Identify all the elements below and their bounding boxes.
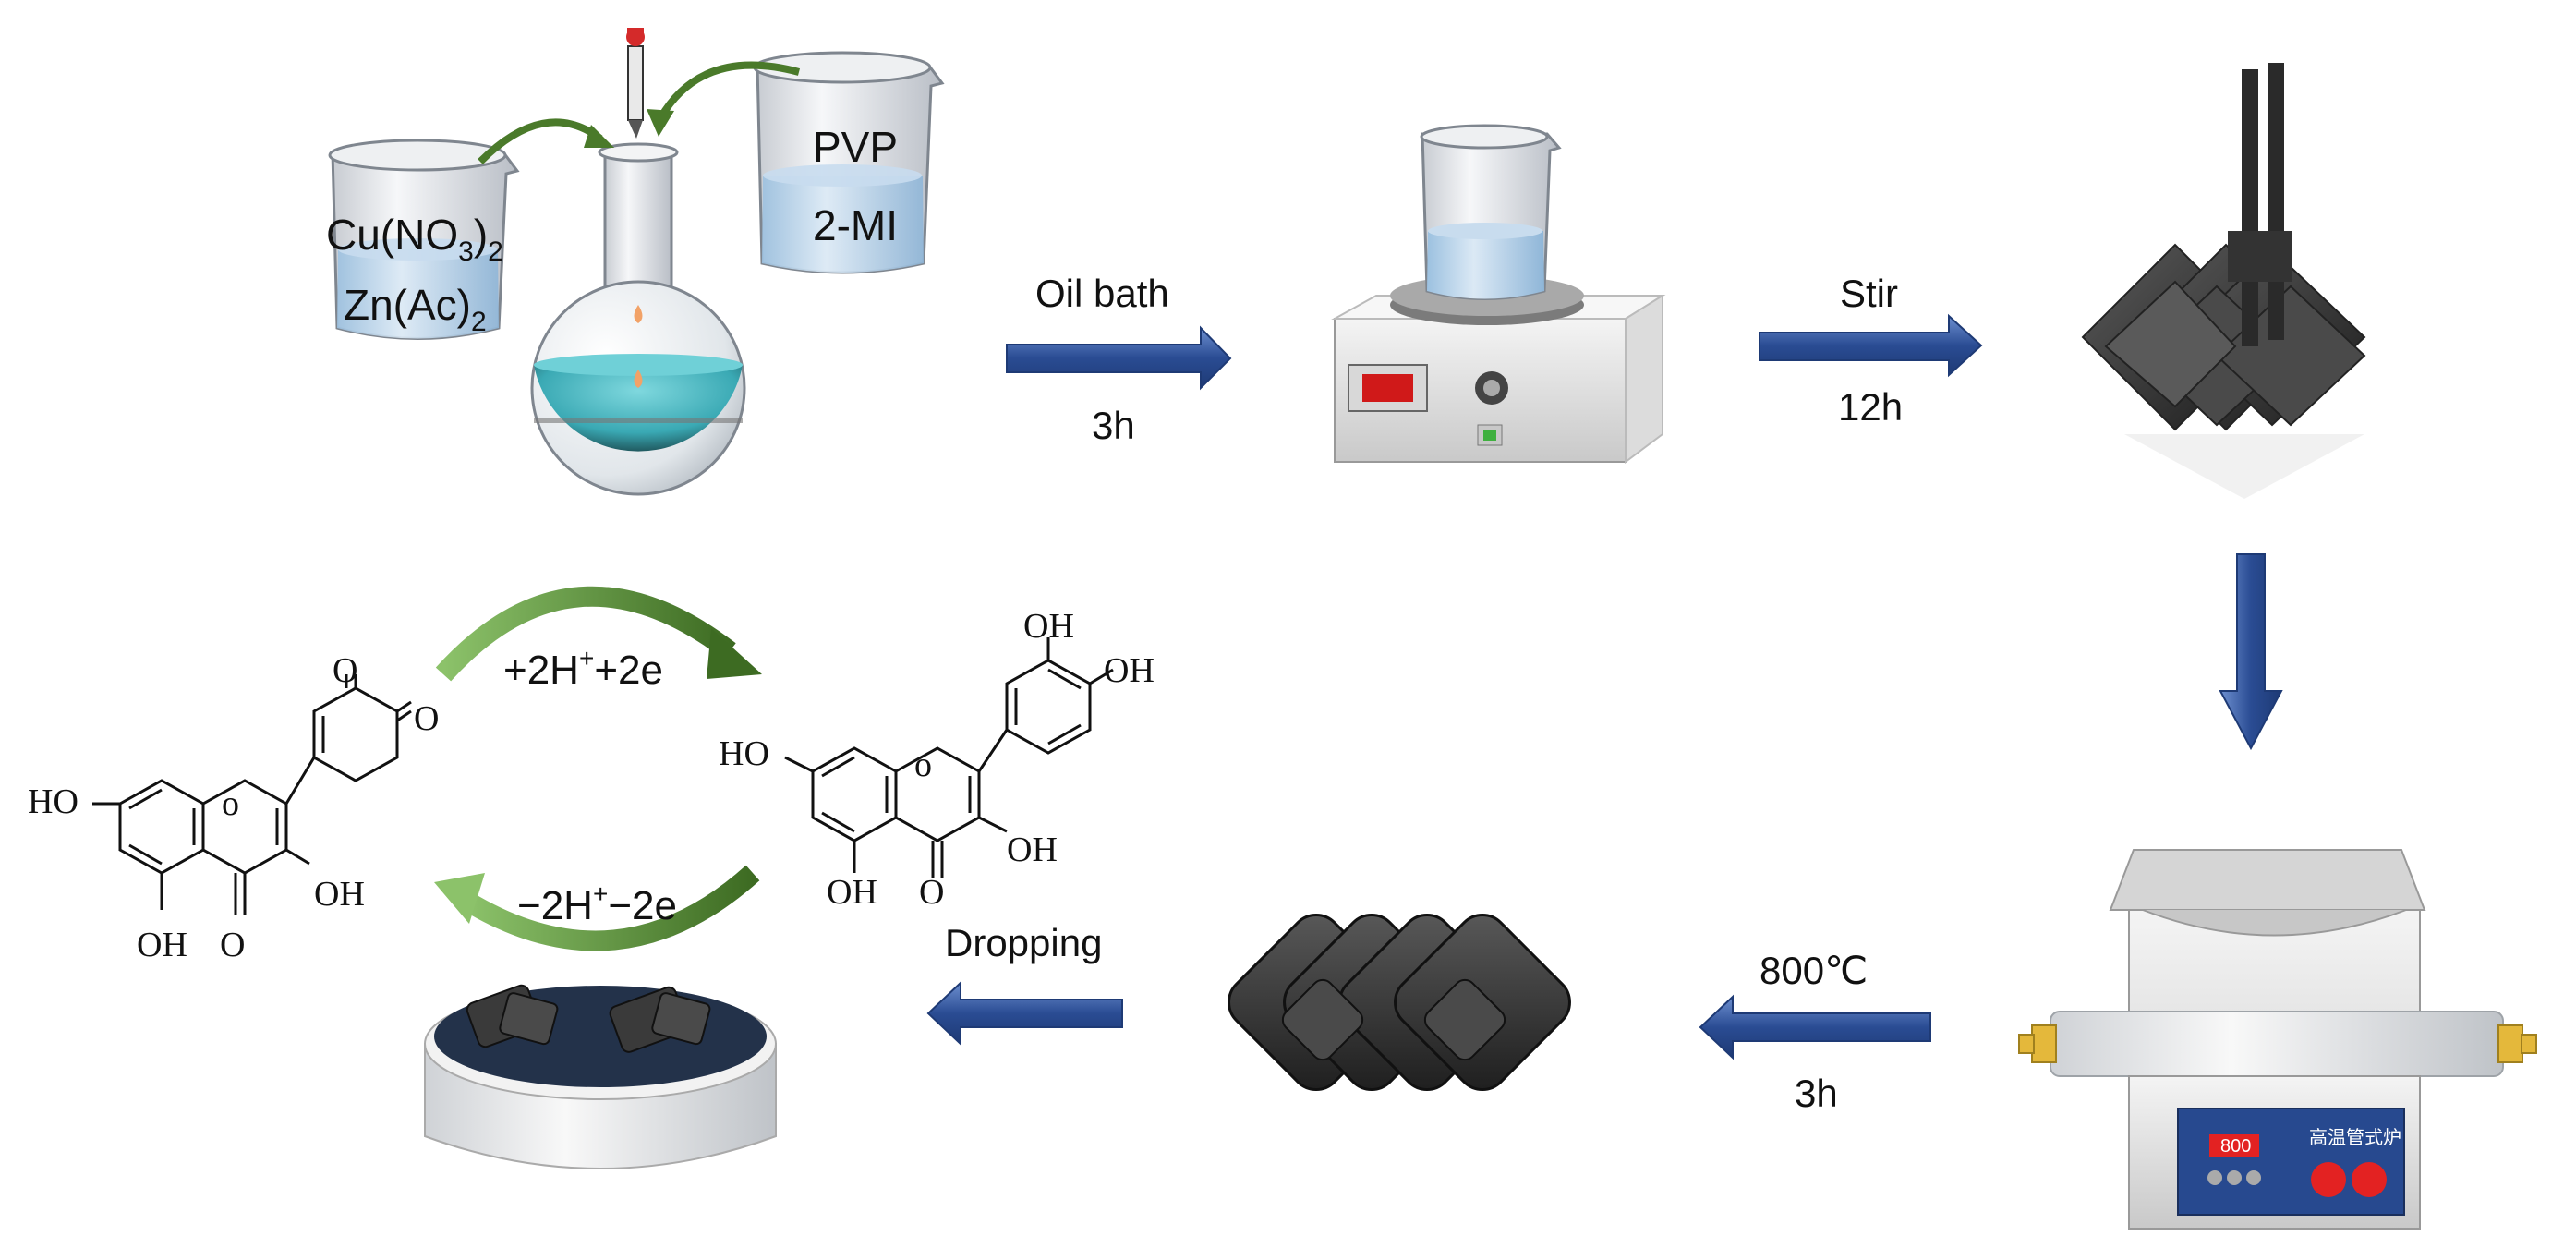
green-transfer-arrows bbox=[478, 61, 801, 164]
redox-arrows: +2H++2e −2H+−2e bbox=[434, 586, 762, 951]
quinone-oh5: OH bbox=[137, 926, 187, 964]
quinone-ho7: HO bbox=[28, 782, 79, 821]
mof-precursor-crystals bbox=[2081, 63, 2366, 499]
carbonized-particles bbox=[1228, 914, 1571, 1091]
redox-reverse-label: −2H+−2e bbox=[517, 879, 677, 928]
svg-text:Zn(Ac)2: Zn(Ac)2 bbox=[344, 281, 487, 337]
round-bottom-flask bbox=[530, 142, 746, 496]
pvp-label: PVP bbox=[813, 123, 898, 171]
quercetin-ho7: HO bbox=[719, 734, 769, 773]
quinone-oh3: OH bbox=[314, 875, 365, 914]
oil-bath-time: 3h bbox=[1092, 404, 1135, 447]
electrode-particles-left bbox=[466, 984, 559, 1048]
cu-nitrate-tail: ) bbox=[474, 211, 488, 259]
arrow-dropping: Dropping bbox=[926, 921, 1123, 1047]
quercetin-structure bbox=[784, 637, 1114, 878]
cu-nitrate-tail-sub: 2 bbox=[488, 236, 503, 267]
modified-electrode bbox=[424, 984, 777, 1169]
quercetin-ring-o: o bbox=[914, 745, 932, 784]
quercetin-oh3: OH bbox=[1007, 830, 1058, 869]
quinone-o1: O bbox=[333, 651, 357, 690]
arrow-down bbox=[2219, 553, 2283, 751]
cu-nitrate-base: Cu(NO bbox=[326, 211, 458, 259]
dropper-icon bbox=[626, 28, 645, 139]
stir-label: Stir bbox=[1840, 272, 1898, 315]
cu-nitrate-sub: 3 bbox=[458, 236, 474, 267]
quercetin-oh3p: OH bbox=[1023, 607, 1074, 646]
beaker-cu-zn: Cu(NO3)2 Zn(Ac)2 bbox=[326, 139, 520, 340]
quinone-structure bbox=[92, 674, 412, 915]
quinone-ring-o: o bbox=[222, 784, 239, 823]
quercetin-oh5: OH bbox=[827, 873, 877, 912]
quinone-o2: O bbox=[414, 699, 439, 738]
quinone-labels: O O HO o OH OH O bbox=[28, 651, 439, 964]
stir-time: 12h bbox=[1838, 385, 1903, 429]
quinone-o4: O bbox=[220, 926, 245, 964]
quercetin-oh4p: OH bbox=[1104, 651, 1155, 690]
beaker-pvp-2mi: PVP 2-MI bbox=[753, 51, 945, 274]
furnace-display-value: 800 bbox=[2220, 1136, 2251, 1157]
tube-furnace: 800 高温管式炉 bbox=[2018, 849, 2537, 1230]
2mi-label: 2-MI bbox=[813, 201, 898, 249]
beaker-on-stirrer bbox=[1420, 124, 1562, 300]
quercetin-o4: O bbox=[919, 873, 944, 912]
quercetin-labels: OH OH HO o OH OH O bbox=[719, 607, 1155, 912]
calcination-time: 3h bbox=[1795, 1072, 1838, 1115]
arrow-calcination: 800℃ 3h bbox=[1699, 949, 1931, 1115]
dropping-label: Dropping bbox=[945, 921, 1102, 964]
zn-acetate-base: Zn(Ac) bbox=[344, 281, 471, 329]
furnace-name-label: 高温管式炉 bbox=[2309, 1126, 2401, 1148]
arrow-stir: Stir 12h bbox=[1759, 272, 1983, 429]
redox-forward-label: +2H++2e bbox=[503, 644, 663, 693]
zn-acetate-sub: 2 bbox=[471, 307, 487, 337]
calcination-label: 800℃ bbox=[1760, 949, 1868, 992]
svg-text:Cu(NO3)2: Cu(NO3)2 bbox=[326, 211, 503, 267]
oil-bath-label: Oil bath bbox=[1035, 272, 1169, 315]
electrode-particles-right bbox=[609, 986, 711, 1053]
arrow-oil-bath: Oil bath 3h bbox=[1006, 272, 1232, 447]
hotplate-stirrer bbox=[1331, 275, 1666, 464]
